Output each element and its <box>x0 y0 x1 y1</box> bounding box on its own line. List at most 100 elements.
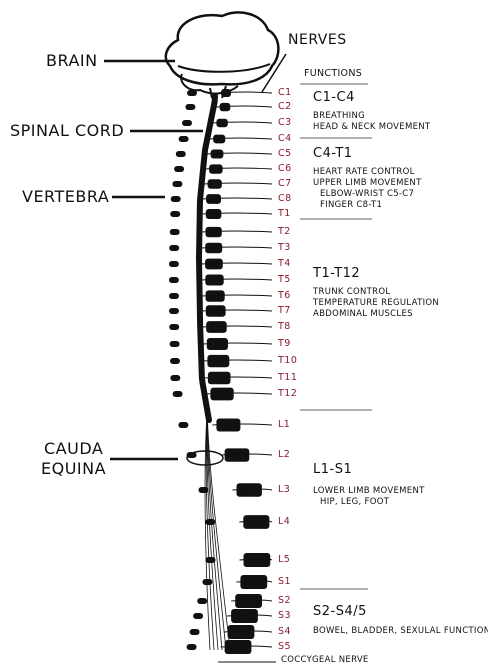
nerve-line <box>201 247 272 248</box>
function-text: TRUNK CONTROL <box>313 287 390 297</box>
spinous-process <box>190 629 200 635</box>
segment-label-s1: S1 <box>278 576 291 587</box>
nerve-line <box>202 231 273 232</box>
segment-label-c5: C5 <box>278 148 292 159</box>
nerve-line <box>216 106 272 107</box>
nerve-line <box>202 326 272 327</box>
segment-label-t1: T1 <box>278 208 291 219</box>
nerve-line <box>209 138 272 139</box>
brain-illustration <box>166 12 279 98</box>
spinous-process <box>178 422 188 428</box>
segment-label-s4: S4 <box>278 626 291 637</box>
spinous-process <box>169 277 179 283</box>
segment-label-c6: C6 <box>278 163 292 174</box>
spinous-process <box>169 245 179 251</box>
segment-label-t2: T2 <box>278 226 291 237</box>
spinal-cord-label: SPINAL CORD <box>10 121 124 140</box>
nerve-line <box>202 198 272 199</box>
vertebra-label: VERTEBRA <box>22 187 109 206</box>
segment-label-t6: T6 <box>278 290 291 301</box>
segment-label-t11: T11 <box>278 372 297 383</box>
spinous-process <box>202 579 212 585</box>
nerve-line <box>204 377 272 378</box>
nerve-line <box>203 360 272 361</box>
nerve-line <box>203 343 272 344</box>
spinous-process <box>179 136 189 142</box>
spinous-process <box>187 90 197 96</box>
spinous-process <box>169 261 179 267</box>
spinous-process <box>169 293 179 299</box>
vertebral-body <box>225 448 250 461</box>
spinous-process <box>176 151 186 157</box>
group-title-t1-t12: T1-T12 <box>313 266 360 281</box>
segment-label-l3: L3 <box>278 484 290 495</box>
segment-label-l1: L1 <box>278 419 290 430</box>
segment-label-t3: T3 <box>278 242 291 253</box>
spinous-process <box>170 358 180 364</box>
segment-label-c1: C1 <box>278 87 292 98</box>
nerve-line <box>212 424 272 425</box>
spinous-process <box>170 341 180 347</box>
segment-label-c4: C4 <box>278 133 292 144</box>
function-text: ABDOMINAL MUSCLES <box>313 309 413 319</box>
function-text: BOWEL, BLADDER, SEXULAL FUNCTION <box>313 626 488 636</box>
nerve-line <box>201 263 272 264</box>
spinous-process <box>170 375 180 381</box>
spinous-process <box>185 104 195 110</box>
spinous-process <box>169 308 179 314</box>
spinous-process <box>197 598 207 604</box>
nerve-line <box>202 213 272 214</box>
function-text: HEART RATE CONTROL <box>313 167 415 177</box>
spinous-process <box>173 391 183 397</box>
group-title-c4-t1: C4-T1 <box>313 146 353 161</box>
functions-heading: FUNCTIONS <box>304 68 362 79</box>
nerves-label: NERVES <box>288 32 347 48</box>
spinous-process <box>170 229 180 235</box>
nerve-line <box>202 295 272 296</box>
cauda-label-line2: EQUINA <box>41 459 106 478</box>
nerve-line <box>207 153 272 154</box>
nerve-line <box>202 310 272 311</box>
function-text: TEMPERATURE REGULATION <box>313 298 439 308</box>
segment-label-c8: C8 <box>278 193 292 204</box>
spinous-process <box>172 181 182 187</box>
segment-label-s5: S5 <box>278 641 291 652</box>
function-text: ELBOW-WRIST C5-C7 <box>320 189 414 199</box>
segment-label-t8: T8 <box>278 321 291 332</box>
spinous-process <box>199 487 209 493</box>
function-text: HEAD & NECK MOVEMENT <box>313 122 430 132</box>
segment-label-l2: L2 <box>278 449 290 460</box>
segment-label-c3: C3 <box>278 117 292 128</box>
segment-label-t7: T7 <box>278 305 291 316</box>
segment-label-l5: L5 <box>278 554 290 565</box>
segment-label-t4: T4 <box>278 258 291 269</box>
function-text: HIP, LEG, FOOT <box>320 497 389 507</box>
spinous-process <box>193 613 203 619</box>
function-text: FINGER C8-T1 <box>320 200 382 210</box>
segment-label-t10: T10 <box>278 355 297 366</box>
segment-label-t12: T12 <box>278 388 297 399</box>
function-text: BREATHING <box>313 111 365 121</box>
nerve-line <box>205 168 272 169</box>
spinous-process <box>171 196 181 202</box>
nerve-line <box>217 92 272 93</box>
segment-label-l4: L4 <box>278 516 290 527</box>
group-title-s2-s4: S2-S4/5 <box>313 604 367 619</box>
nerve-line <box>204 183 272 184</box>
nerve-line <box>212 122 272 123</box>
function-text: LOWER LIMB MOVEMENT <box>313 486 425 496</box>
segment-label-s2: S2 <box>278 595 291 606</box>
spinal-cord-line <box>199 96 215 420</box>
segment-label-c2: C2 <box>278 101 292 112</box>
function-text: UPPER LIMB MOVEMENT <box>313 178 422 188</box>
spinous-process <box>174 166 184 172</box>
cauda-label-line1: CAUDA <box>44 439 103 458</box>
nerve-line <box>201 279 272 280</box>
nerve-line <box>206 393 272 394</box>
segment-label-t9: T9 <box>278 338 291 349</box>
spinous-process <box>182 120 192 126</box>
brain-label: BRAIN <box>46 51 98 70</box>
segment-label-t5: T5 <box>278 274 291 285</box>
spinous-process <box>187 644 197 650</box>
